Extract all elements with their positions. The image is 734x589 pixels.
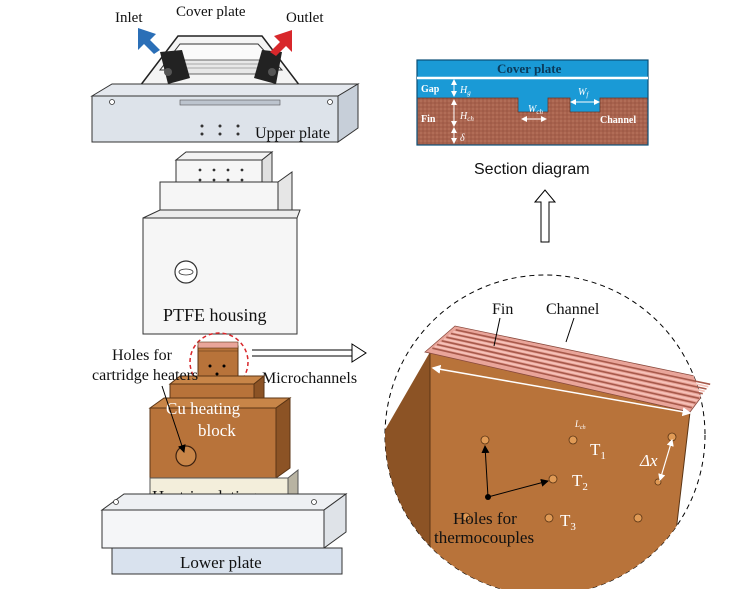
inlet-label: Inlet: [115, 10, 143, 26]
heater-holes-label-line1: Holes for: [112, 347, 173, 364]
section-hch-label: Hch: [459, 111, 474, 123]
detail-lch-label: Lch: [574, 419, 586, 431]
ptfe-housing: [142, 171, 301, 335]
ptfe-housing-label: PTFE housing: [163, 305, 267, 325]
inlet-arrow: [138, 28, 160, 54]
section-delta-label: δ: [460, 133, 465, 144]
detail-channel-pointer: [565, 317, 575, 343]
cu-heating-block: [148, 374, 292, 479]
heater-holes-label-line2: cartridge heaters: [92, 367, 198, 384]
microchannels-label: Microchannels: [262, 370, 357, 387]
detail-fin-pointer: [493, 317, 501, 347]
section-fin-label: Fin: [421, 114, 436, 125]
section-wch-label: Wch: [528, 104, 543, 116]
thermocouple-pointers: [481, 445, 549, 500]
section-wf-label: Wf: [578, 87, 589, 99]
detail-channel-label: Channel: [546, 301, 600, 318]
lower-plate-label: Lower plate: [180, 553, 262, 572]
detail-holes-label-line2: thermocouples: [434, 528, 534, 547]
cu-block-label-line1: Cu heating: [166, 399, 241, 418]
cover-plate-label: Cover plate: [176, 4, 246, 20]
section-diagram-caption: Section diagram: [474, 161, 590, 178]
cover-plate-assembly: [138, 35, 302, 87]
section-diagram: Cover plate Gap Fin Channel Hg Hch δ Wch…: [416, 59, 649, 243]
heater-holes-pointer: [161, 385, 186, 453]
detail-t1-label: T1: [590, 440, 606, 462]
section-hg-label: Hg: [459, 85, 471, 97]
section-cover-plate-label: Cover plate: [497, 61, 562, 76]
lower-plate: [100, 493, 348, 575]
detail-view: Lch Δx T1 T2 T3 Holes for thermocouples …: [384, 274, 711, 589]
section-up-arrow: [533, 189, 557, 243]
detail-dx-label: Δx: [639, 451, 658, 470]
upper-plate-label: Upper plate: [255, 125, 330, 142]
exploded-view: Inlet Cover plate Outlet Upper plate: [90, 4, 367, 575]
section-channel-label: Channel: [600, 115, 636, 126]
cu-block-label-line2: block: [198, 421, 236, 440]
detail-t3-label: T3: [560, 511, 576, 533]
detail-holes-label-line1: Holes for: [453, 509, 517, 528]
outlet-arrow: [270, 30, 292, 56]
outlet-label: Outlet: [286, 10, 324, 26]
detail-t2-label: T2: [572, 471, 588, 493]
detail-fin-label: Fin: [492, 301, 513, 318]
microchannels-arrow: [252, 343, 367, 363]
upper-plate: [90, 83, 360, 143]
section-gap-label: Gap: [421, 84, 440, 95]
